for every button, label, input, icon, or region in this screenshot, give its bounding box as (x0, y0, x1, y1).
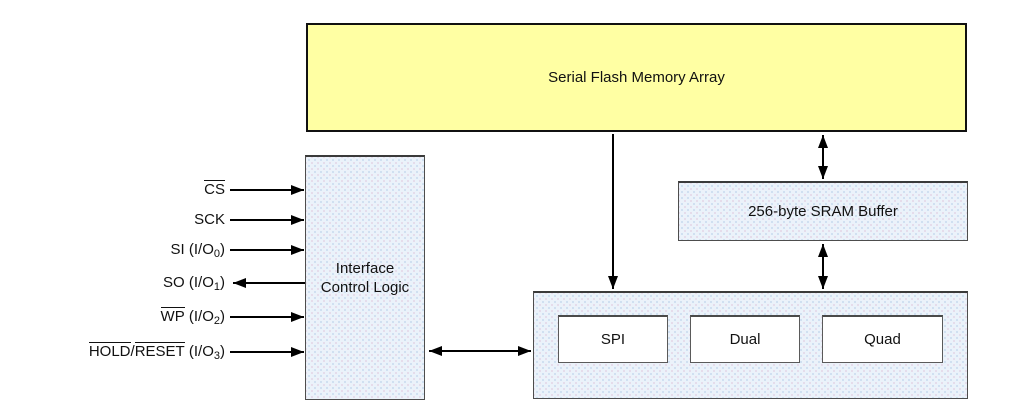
flash-memory-array-label: Serial Flash Memory Array (548, 69, 725, 86)
signal-label-si: SI (I/O0) (0, 240, 225, 260)
signal-label-so: SO (I/O1) (0, 273, 225, 293)
interface-control-logic-label: Interface Control Logic (321, 259, 409, 297)
signal-label-hold-reset: HOLD/RESET (I/O3) (0, 342, 225, 362)
flash-memory-array-block: Serial Flash Memory Array (306, 23, 967, 132)
signal-cs-text: CS (204, 180, 225, 198)
sram-buffer-label: 256-byte SRAM Buffer (748, 203, 898, 220)
mode-box-spi: SPI (558, 315, 668, 363)
signal-hold-io: (I/O (184, 343, 214, 360)
signal-wp-close: ) (220, 308, 225, 325)
signal-so-text: SO (I/O (163, 274, 214, 291)
mode-box-quad: Quad (822, 315, 943, 363)
signal-si-close: ) (220, 241, 225, 258)
signal-hold-close: ) (220, 343, 225, 360)
signal-hold-slash: / (130, 343, 135, 360)
interface-control-logic-block: Interface Control Logic (305, 155, 425, 400)
signal-hold-text: HOLD (88, 342, 131, 360)
signal-so-close: ) (220, 274, 225, 291)
mode-quad-label: Quad (864, 331, 901, 348)
interface-label-line1: Interface (335, 260, 395, 277)
signal-label-sck: SCK (0, 210, 225, 230)
signal-so-subscript: 1 (213, 281, 220, 293)
mode-dual-label: Dual (729, 331, 761, 348)
signal-wp-subscript: 2 (213, 315, 220, 327)
mode-box-dual: Dual (690, 315, 800, 363)
interface-label-line2: Control Logic (320, 279, 410, 296)
signal-wp-io: (I/O (184, 308, 214, 325)
signal-wp-text: WP (160, 307, 185, 325)
signal-label-wp: WP (I/O2) (0, 307, 225, 327)
signal-sck-text: SCK (194, 211, 225, 228)
signal-hold-subscript: 3 (213, 350, 220, 362)
signal-reset-text: RESET (134, 342, 185, 360)
signal-label-cs: CS (0, 180, 225, 200)
signal-si-subscript: 0 (213, 248, 220, 260)
sram-buffer-block: 256-byte SRAM Buffer (678, 181, 968, 241)
mode-spi-label: SPI (600, 331, 626, 348)
signal-si-text: SI (I/O (170, 241, 214, 258)
